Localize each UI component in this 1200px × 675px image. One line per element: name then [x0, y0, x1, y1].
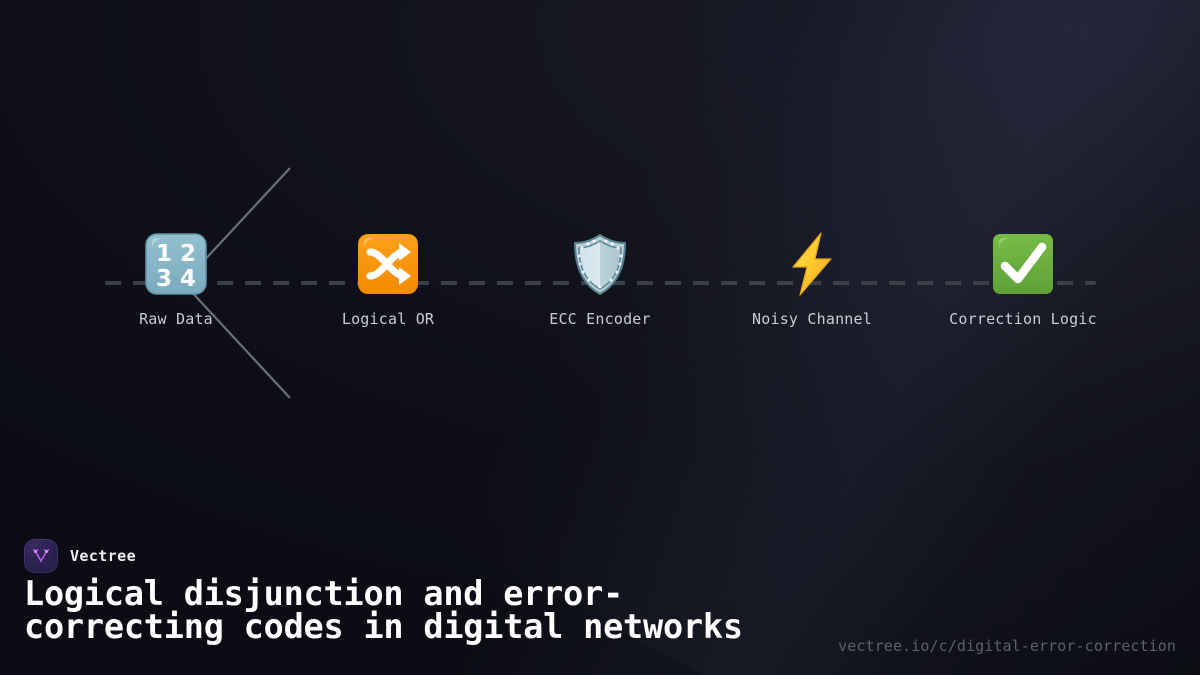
brand-name: Vectree: [70, 547, 137, 565]
pipeline-node-label: ECC Encoder: [549, 310, 651, 328]
high-voltage-icon: [776, 228, 848, 300]
pipeline-node-noisy-channel[interactable]: Noisy Channel: [727, 228, 897, 328]
svg-text:3: 3: [156, 266, 172, 292]
pipeline-node-label: Correction Logic: [949, 310, 1097, 328]
brand-row[interactable]: Vectree: [24, 539, 136, 573]
source-url: vectree.io/c/digital-error-correction: [838, 637, 1176, 655]
pipeline-node-label: Raw Data: [139, 310, 213, 328]
check-mark-icon: [987, 228, 1059, 300]
shuffle-icon: [352, 228, 424, 300]
pipeline-node-label: Noisy Channel: [752, 310, 872, 328]
shield-icon: [564, 228, 636, 300]
svg-text:2: 2: [180, 241, 196, 267]
footer: Vectree Logical disjunction and error- c…: [0, 515, 1200, 675]
vectree-logo-icon: [24, 539, 58, 573]
pipeline-node-correction-logic[interactable]: Correction Logic: [938, 228, 1108, 328]
svg-text:1: 1: [156, 241, 172, 267]
pipeline-node-label: Logical OR: [341, 310, 435, 328]
pipeline-node-ecc-encoder[interactable]: ECC Encoder: [515, 228, 685, 328]
page-title: Logical disjunction and error- correctin…: [24, 574, 743, 646]
pipeline-node-logical-or[interactable]: Logical OR: [303, 228, 473, 328]
svg-text:4: 4: [180, 266, 196, 292]
